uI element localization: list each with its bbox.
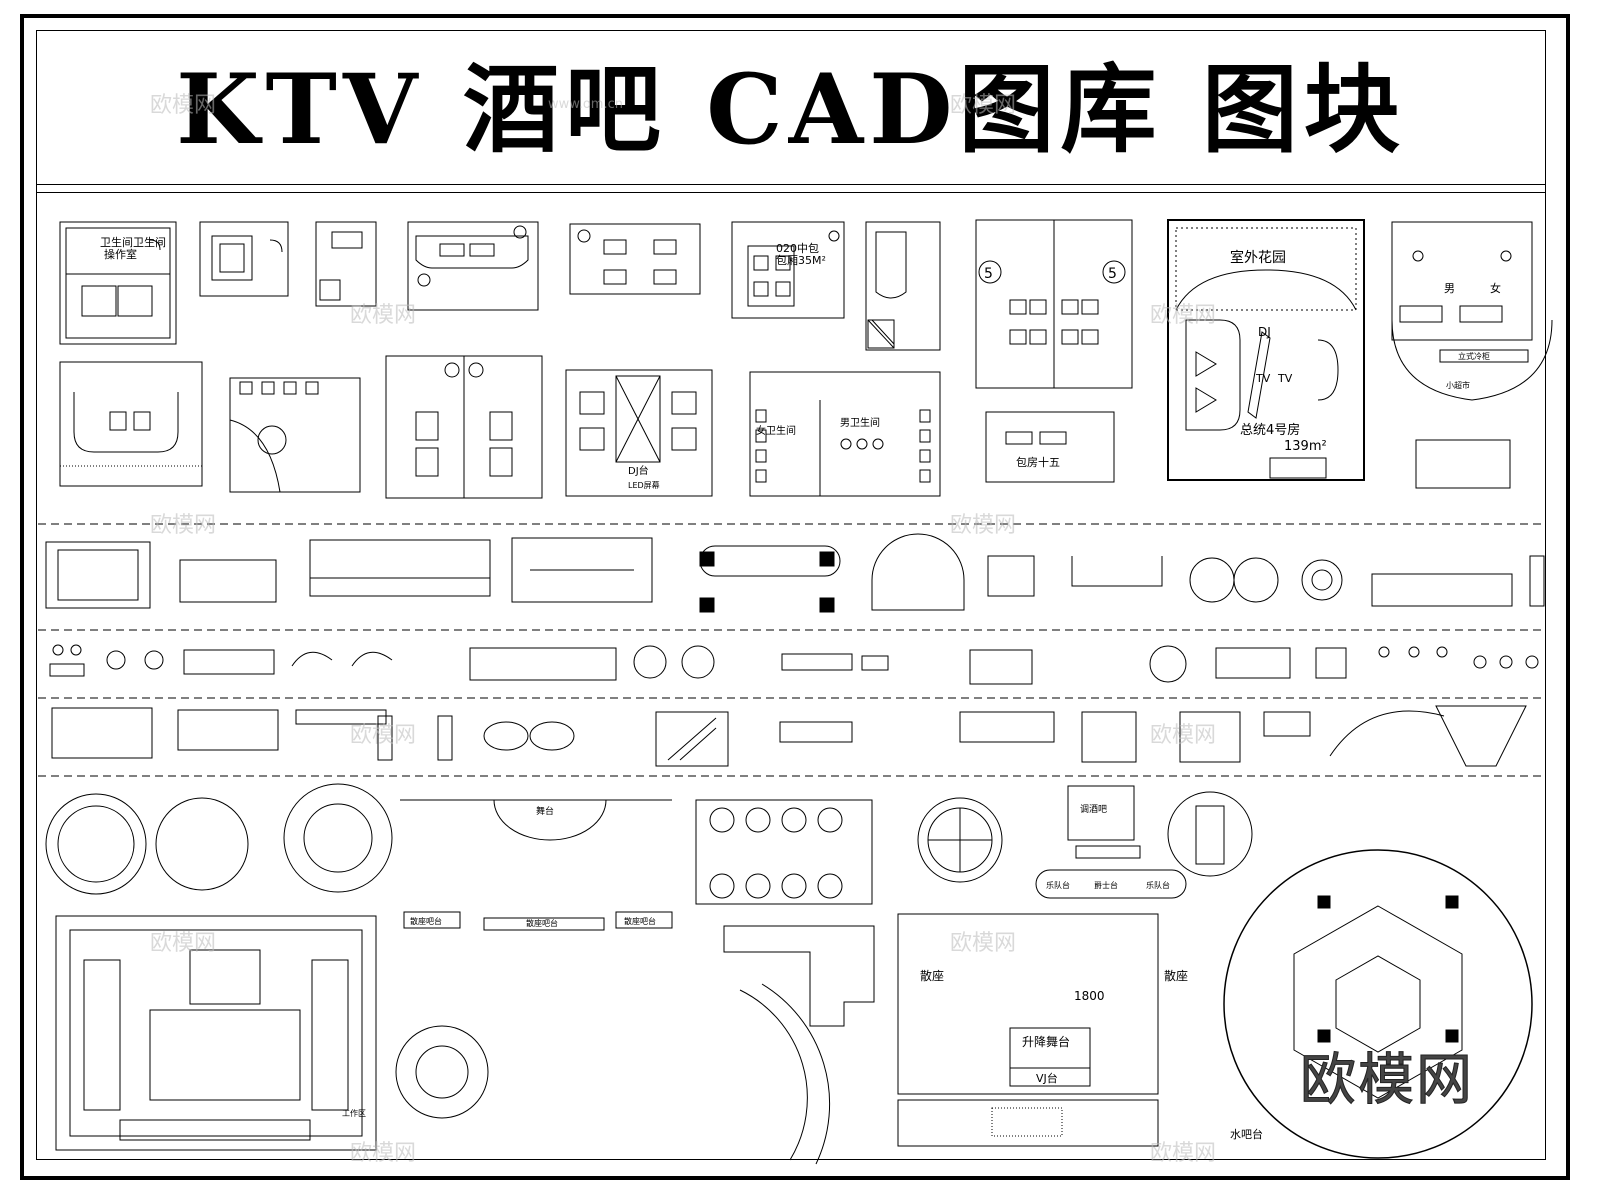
drawing-border-inner <box>36 30 1546 1160</box>
nightclub-plan <box>897 913 1159 1147</box>
label-room-15: 包房十五 <box>1016 455 1060 469</box>
label-tv-2: TV <box>1277 372 1293 385</box>
label-dj-host: 爵士台 <box>1094 880 1118 890</box>
label-stage: 舞台 <box>536 805 554 817</box>
watermark-url-1: www.om.cn <box>548 97 623 112</box>
label-small-supermarket: 小超市 <box>1446 380 1470 390</box>
label-scatter-bar-3: 散座吧台 <box>624 916 656 926</box>
watermark-1: 欧模网 <box>150 93 216 118</box>
label-vj-stage: VJ台 <box>1036 1071 1058 1085</box>
watermark-11: 欧模网 <box>350 1141 416 1166</box>
furniture-row-3 <box>49 644 1539 685</box>
sheet-title: KTV 酒吧 CAD图库 图块 <box>176 53 1406 166</box>
label-work-area: 工作区 <box>342 1108 366 1118</box>
square-bar-plan <box>55 915 377 1151</box>
round-table-cluster <box>695 799 873 905</box>
brand-logo: 欧模网 <box>1300 1048 1474 1114</box>
room-plan-ktv-medium-b <box>569 223 701 295</box>
watermark-12: 欧模网 <box>1150 1141 1216 1166</box>
label-scatter-bar-1: 散座吧台 <box>410 916 442 926</box>
room-plan-public-toilets <box>749 371 941 497</box>
room-plan-ktv-small-a <box>199 221 289 297</box>
label-band-stage: 乐队台 <box>1046 880 1070 890</box>
sofa-row-4 <box>51 705 1527 767</box>
label-rotating-bar: 调酒吧 <box>1080 804 1107 815</box>
label-room-5-right: 5 <box>1108 266 1117 282</box>
room-plan-ktv-020 <box>731 221 845 319</box>
label-scatter-seat-left: 散座 <box>920 968 944 983</box>
label-male-toilet: 男卫生间 <box>840 416 880 429</box>
label-room-5-left: 5 <box>984 266 993 282</box>
label-vertical-cabinet: 立式冷柜 <box>1458 351 1490 361</box>
dj-band-stage <box>1035 785 1187 899</box>
room-plan-toilet-bar <box>1391 221 1553 489</box>
room-plan-toilet-circular <box>229 377 361 493</box>
hexagon-plan <box>1223 849 1533 1159</box>
room-plan-ktv-small-b <box>315 221 377 307</box>
bar-row-2 <box>45 533 1545 613</box>
label-presidential-area: 139m² <box>1284 439 1327 454</box>
dining-table-round <box>1167 791 1253 877</box>
watermark-5: 欧模网 <box>150 513 216 538</box>
room-plan-ktv-toilet-corner <box>865 221 941 351</box>
round-stage-bar-plan <box>395 983 831 1165</box>
watermark-4: 欧模网 <box>1150 303 1216 328</box>
room-plan-presidential <box>1167 219 1365 481</box>
label-dj: DJ <box>1258 325 1271 339</box>
label-women: 女 <box>1490 281 1501 295</box>
label-ktv-020: 020中包 <box>776 242 819 255</box>
label-band-stage-2: 乐队台 <box>1146 880 1170 890</box>
title-rule-bottom <box>36 192 1546 193</box>
label-water-bar: 水吧台 <box>1230 1127 1263 1141</box>
watermark-6: 欧模网 <box>950 513 1016 538</box>
room-plan-ktv-medium-a <box>407 221 539 311</box>
round-bar-left <box>45 783 393 895</box>
watermark-8: 欧模网 <box>1150 723 1216 748</box>
watermark-7: 欧模网 <box>350 723 416 748</box>
room-plan-dj-led <box>565 369 713 497</box>
label-ktv-020-area: 包厢35M² <box>776 254 826 267</box>
drawing-border-outer <box>20 14 1570 1180</box>
label-scatter-bar-2: 散座吧台 <box>526 918 558 928</box>
label-control-room: 操作室 <box>104 247 137 261</box>
watermark-9: 欧模网 <box>150 931 216 956</box>
round-wheel-bar <box>917 797 1003 883</box>
label-toilet-room: 卫生间卫生间 <box>100 235 166 249</box>
label-outdoor-garden: 室外花园 <box>1230 249 1286 266</box>
label-tv-1: TV <box>1255 372 1271 385</box>
room-plan-toilet-operation <box>59 221 177 345</box>
room-plan-room-15 <box>985 411 1115 483</box>
label-men: 男 <box>1444 282 1455 295</box>
room-plan-double-ktv-b <box>385 355 543 499</box>
l-shaped-bar <box>723 925 875 1027</box>
title-rule-top <box>36 184 1546 185</box>
label-lift-stage: 升降舞台 <box>1022 1034 1070 1049</box>
watermark-2: 欧模网 <box>950 93 1016 118</box>
label-dim-1800: 1800 <box>1074 989 1105 1003</box>
stage-dance-floor <box>400 799 673 931</box>
watermark-10: 欧模网 <box>950 931 1016 956</box>
label-dj-stage: DJ台 <box>628 464 649 477</box>
room-plan-ktv-large-a <box>59 361 203 487</box>
label-presidential-room: 总统4号房 <box>1240 422 1300 438</box>
label-scatter-seat-right: 散座 <box>1164 968 1188 983</box>
label-female-toilet: 女卫生间 <box>756 424 796 437</box>
room-plan-double-ktv-5 <box>975 219 1133 389</box>
label-led-screen: LED屏幕 <box>628 480 660 490</box>
watermark-3: 欧模网 <box>350 303 416 328</box>
